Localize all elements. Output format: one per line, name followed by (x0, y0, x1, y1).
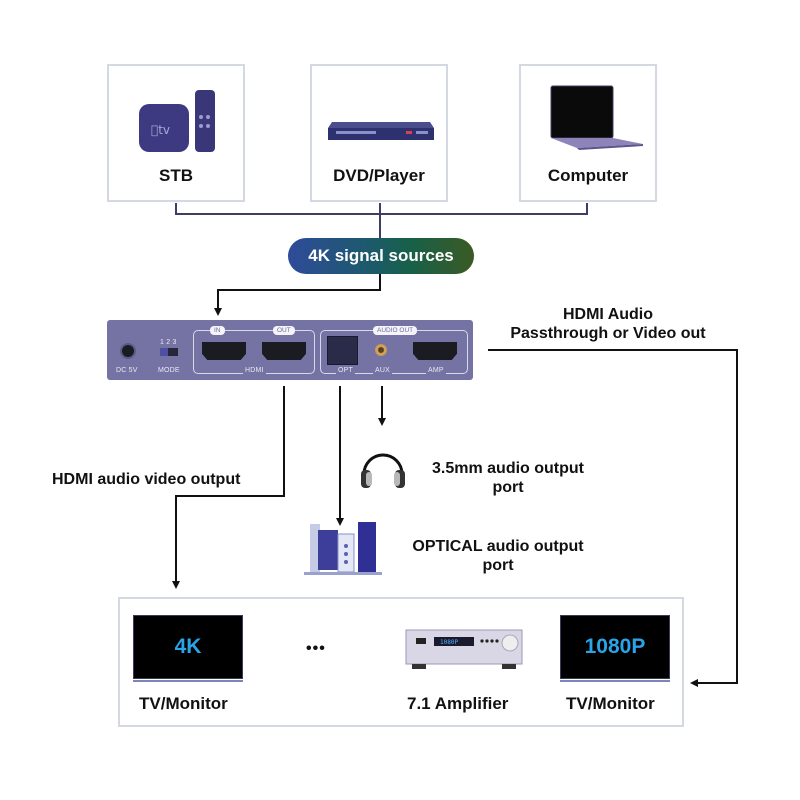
apple-tv-icon: tv (139, 90, 215, 152)
passthrough-line (488, 349, 738, 687)
optical-line2: port (482, 557, 514, 574)
dc-power-jack (120, 343, 136, 359)
source-box-computer: Computer (519, 64, 657, 202)
hdmi-av-output-annotation: HDMI audio video output (52, 471, 241, 488)
hdmi-output-line (172, 386, 285, 589)
hdmi-out-tag: OUT (273, 326, 295, 335)
headphones-icon (361, 453, 405, 488)
optical-line1: OPTICAL audio output (412, 538, 584, 555)
amplifier-icon: 1080P (405, 629, 523, 669)
mode-numbers: 1 2 3 (160, 339, 177, 346)
dc-power-label: DC 5V (116, 367, 138, 374)
audio-out-tag: AUDIO OUT (373, 326, 418, 335)
passthrough-line1: HDMI Audio (562, 306, 654, 323)
mode-label: MODE (158, 367, 180, 374)
optical-port (327, 336, 358, 365)
more-devices-ellipsis: ••• (306, 640, 326, 657)
tv-right-screen: 1080P (560, 615, 670, 679)
aux-label: AUX (373, 367, 392, 374)
aux-annotation: 3.5mm audio output port (418, 459, 598, 497)
passthrough-annotation: HDMI Audio Passthrough or Video out (478, 305, 738, 343)
dvd-player-icon (328, 122, 434, 140)
hdmi-splitter-device: DC 5V 1 2 3 MODE IN OUT HDMI AUDIO OUT O… (107, 320, 473, 380)
aux-line2: port (492, 479, 524, 496)
tv-right-stand (560, 680, 670, 682)
hdmi-in-port (202, 342, 246, 360)
speaker-system-icon (304, 522, 382, 575)
svg-text:tv: tv (151, 123, 170, 137)
source-box-dvd: DVD/Player (310, 64, 448, 202)
hdmi-amp-port (413, 342, 457, 360)
hdmi-group-label: HDMI (243, 367, 266, 374)
source-label: DVD/Player (333, 166, 425, 185)
tv-right-label: TV/Monitor (566, 694, 655, 713)
hdmi-in-tag: IN (210, 326, 225, 335)
tv-left-screen: 4K (133, 615, 243, 679)
mode-switch[interactable] (160, 348, 178, 356)
tv-left-label: TV/Monitor (139, 694, 228, 713)
tv-left-stand (133, 680, 243, 682)
amp-label: AMP (426, 367, 446, 374)
laptop-icon (550, 85, 643, 150)
hdmi-out-port (262, 342, 306, 360)
source-bus-line (175, 203, 588, 215)
amplifier-label: 7.1 Amplifier (407, 694, 509, 713)
aux-line1: 3.5mm audio output (432, 460, 584, 477)
passthrough-line2: Passthrough or Video out (510, 325, 706, 342)
hub-to-input-line (214, 274, 381, 316)
aux-port (375, 344, 387, 356)
svg-text:1080P: 1080P (440, 639, 458, 646)
signal-sources-badge: 4K signal sources (288, 238, 474, 274)
source-box-stb: tv STB (107, 64, 245, 202)
source-label: Computer (547, 166, 629, 185)
optical-annotation: OPTICAL audio output port (392, 537, 604, 575)
opt-label: OPT (336, 367, 355, 374)
source-label: STB (159, 166, 193, 185)
